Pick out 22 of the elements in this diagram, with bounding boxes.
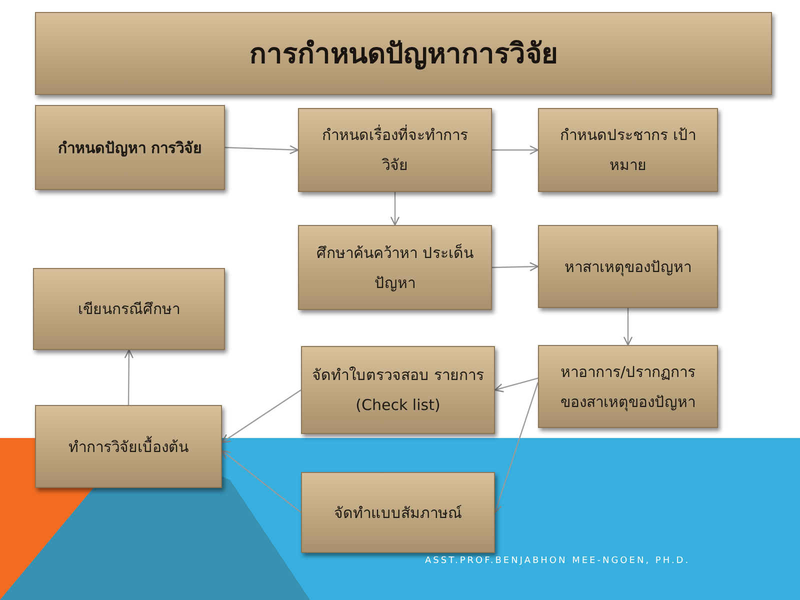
arrow	[390, 192, 400, 226]
process-box: จัดทำใบตรวจสอบ รายการ (Check list)	[301, 346, 495, 434]
process-box: จัดทำแบบสัมภาษณ์	[301, 472, 495, 553]
process-box: เขียนกรณีศึกษา	[33, 268, 225, 350]
process-box: กำหนดเรื่องที่จะทำการ วิจัย	[298, 108, 492, 192]
process-box: ทำการวิจัยเบื้องต้น	[35, 405, 222, 488]
arrow	[493, 382, 539, 514]
arrow	[494, 378, 538, 392]
process-box: ศึกษาค้นคว้าหา ประเด็นปัญหา	[298, 225, 492, 310]
author-credit: ASST.PROF.BENJABHON MEE-NGOEN, PH.D.	[425, 555, 690, 568]
arrow	[623, 308, 633, 346]
arrow	[221, 450, 302, 513]
arrow	[492, 262, 539, 272]
process-box: หาสาเหตุของปัญหา	[538, 225, 718, 308]
title-banner: การกำหนดปัญหาการวิจัย	[35, 12, 772, 95]
process-box: กำหนดประชากร เป้าหมาย	[538, 108, 718, 192]
process-box: กำหนดปัญหา การวิจัย	[35, 105, 225, 190]
arrow	[224, 145, 299, 154]
process-box: หาอาการ/ปรากฏการ ของสาเหตุของปัญหา	[538, 345, 718, 428]
arrow	[221, 390, 302, 443]
arrow	[492, 145, 539, 155]
arrow	[124, 349, 134, 405]
